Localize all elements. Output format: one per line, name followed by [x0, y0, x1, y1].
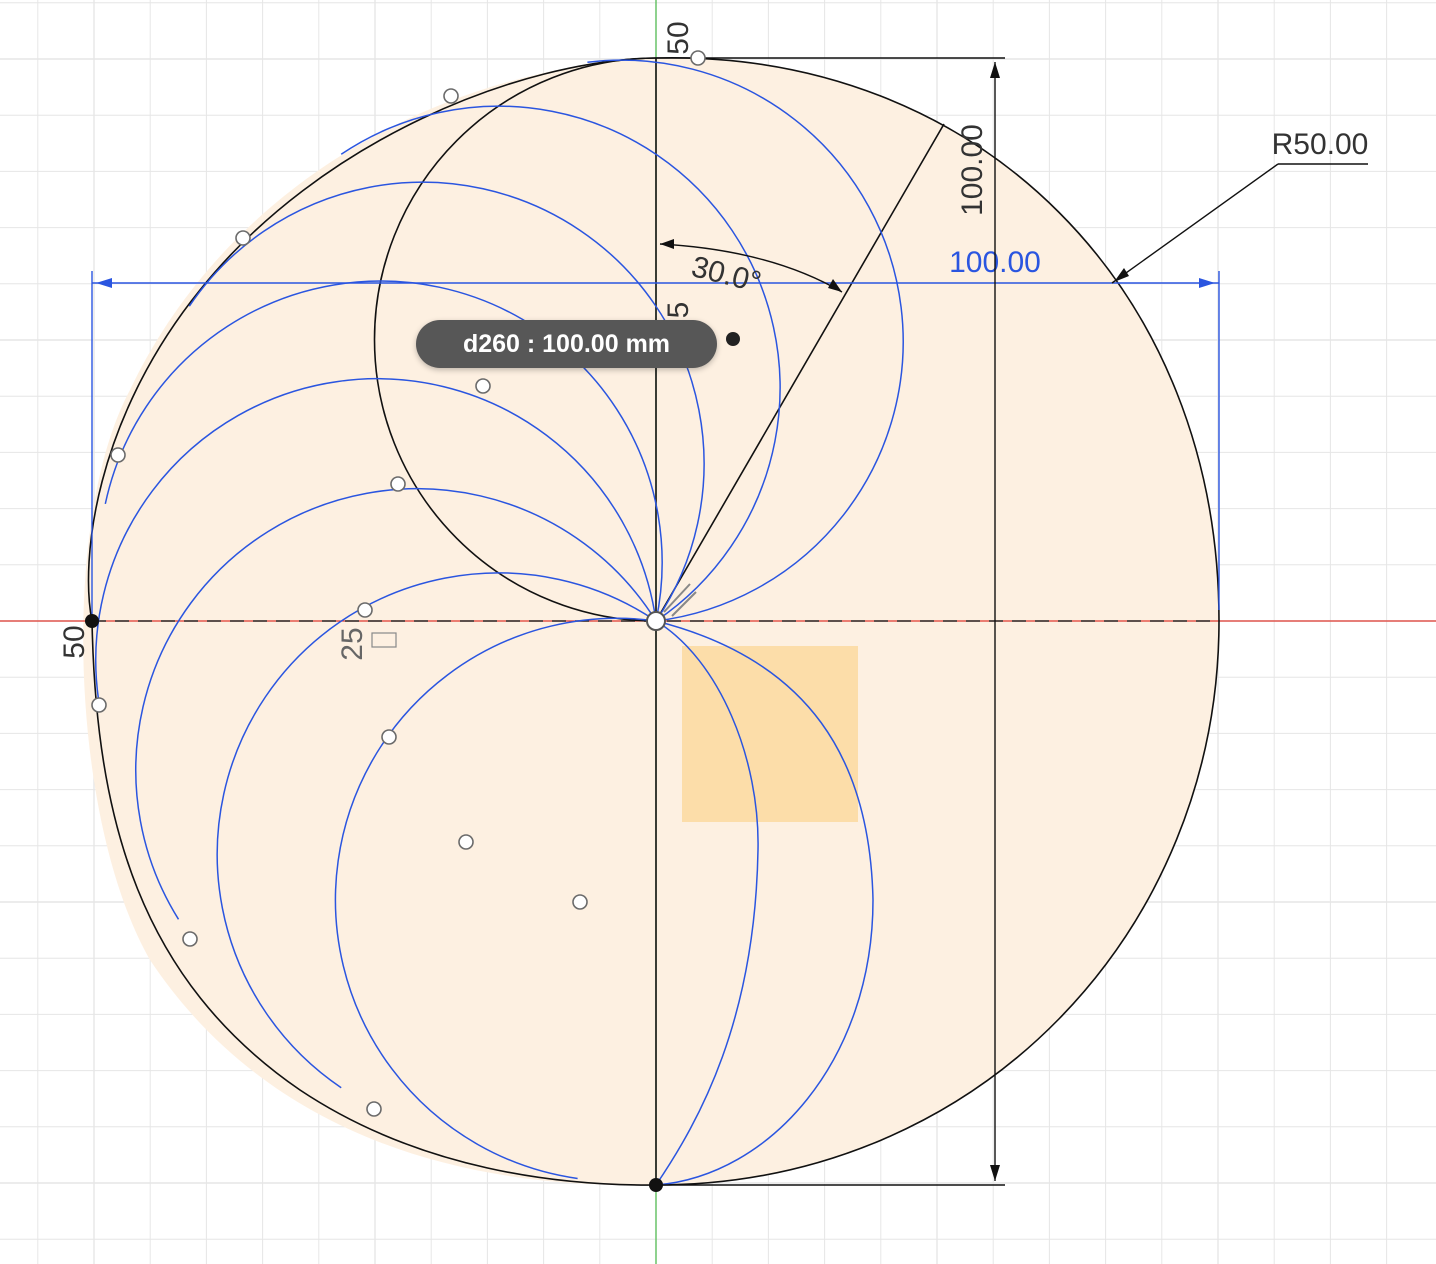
cursor-glyph-2 [671, 591, 697, 617]
pattern-arc-8[interactable] [334, 617, 657, 1180]
sketch-point[interactable] [91, 697, 107, 713]
sketch-point[interactable] [366, 1101, 382, 1117]
pattern-arc-3[interactable] [188, 181, 705, 622]
angled-line[interactable] [655, 123, 945, 622]
sketch-point[interactable] [475, 378, 491, 394]
cursor-glyph [663, 583, 691, 613]
origin-point[interactable] [646, 611, 666, 631]
sketch-point[interactable] [572, 894, 588, 910]
sketch-point[interactable] [390, 476, 406, 492]
dimension-tooltip-text: d260 : 100.00 mm [462, 330, 671, 358]
fixed-point-bottom[interactable] [649, 1178, 663, 1192]
angle-arrow-start [660, 239, 674, 249]
vertical-dimension-arrow-top [990, 62, 1000, 78]
outer-arc-right[interactable] [655, 57, 1220, 1186]
pattern-arc-4[interactable] [104, 280, 663, 622]
pattern-arc-5[interactable] [95, 377, 657, 700]
small-dimension-top[interactable]: 50 [662, 21, 695, 54]
pattern-arc-2[interactable] [340, 105, 781, 622]
pattern-arc-9[interactable] [655, 620, 874, 1186]
dimension-arrow-left [96, 278, 112, 288]
radius-leader-line[interactable] [1111, 163, 1279, 284]
inner-semicircle-arc[interactable] [373, 57, 657, 622]
angle-arrow-end [828, 279, 842, 292]
dimension-tooltip: d260 : 100.00 mm [416, 320, 717, 368]
small-dimension-left[interactable]: 50 [58, 625, 91, 658]
vertical-dimension-label[interactable]: 100.00 [956, 124, 989, 216]
pattern-arc-7[interactable] [216, 572, 657, 1089]
angle-dimension-arc[interactable] [659, 243, 843, 293]
dimension-arrow-right [1199, 278, 1215, 288]
constraint-glyph [371, 632, 397, 648]
sketch-geometry[interactable] [87, 57, 1220, 1186]
sketch-point[interactable] [110, 447, 126, 463]
fixed-point-left[interactable] [85, 614, 99, 628]
small-dimension-mid[interactable]: 5 [662, 302, 695, 319]
sketch-point[interactable] [182, 931, 198, 947]
vertical-dimension-arrow-bottom [990, 1165, 1000, 1181]
sketch-point[interactable] [443, 88, 459, 104]
sketch-point[interactable] [381, 729, 397, 745]
pattern-arc-6[interactable] [135, 487, 657, 920]
small-dimension-center[interactable]: 25 [336, 627, 369, 660]
sketch-point[interactable] [235, 230, 251, 246]
pattern-arc-1[interactable] [587, 59, 904, 622]
pattern-arc-10[interactable] [655, 620, 759, 1186]
radius-dimension-label[interactable]: R50.00 [1272, 128, 1369, 161]
sketch-points[interactable] [85, 50, 740, 1192]
sketch-point[interactable] [357, 602, 373, 618]
sketch-point[interactable] [458, 834, 474, 850]
dimension-handle-point[interactable] [726, 332, 740, 346]
sketch-point[interactable] [690, 50, 706, 66]
radius-arrow [1114, 268, 1129, 282]
